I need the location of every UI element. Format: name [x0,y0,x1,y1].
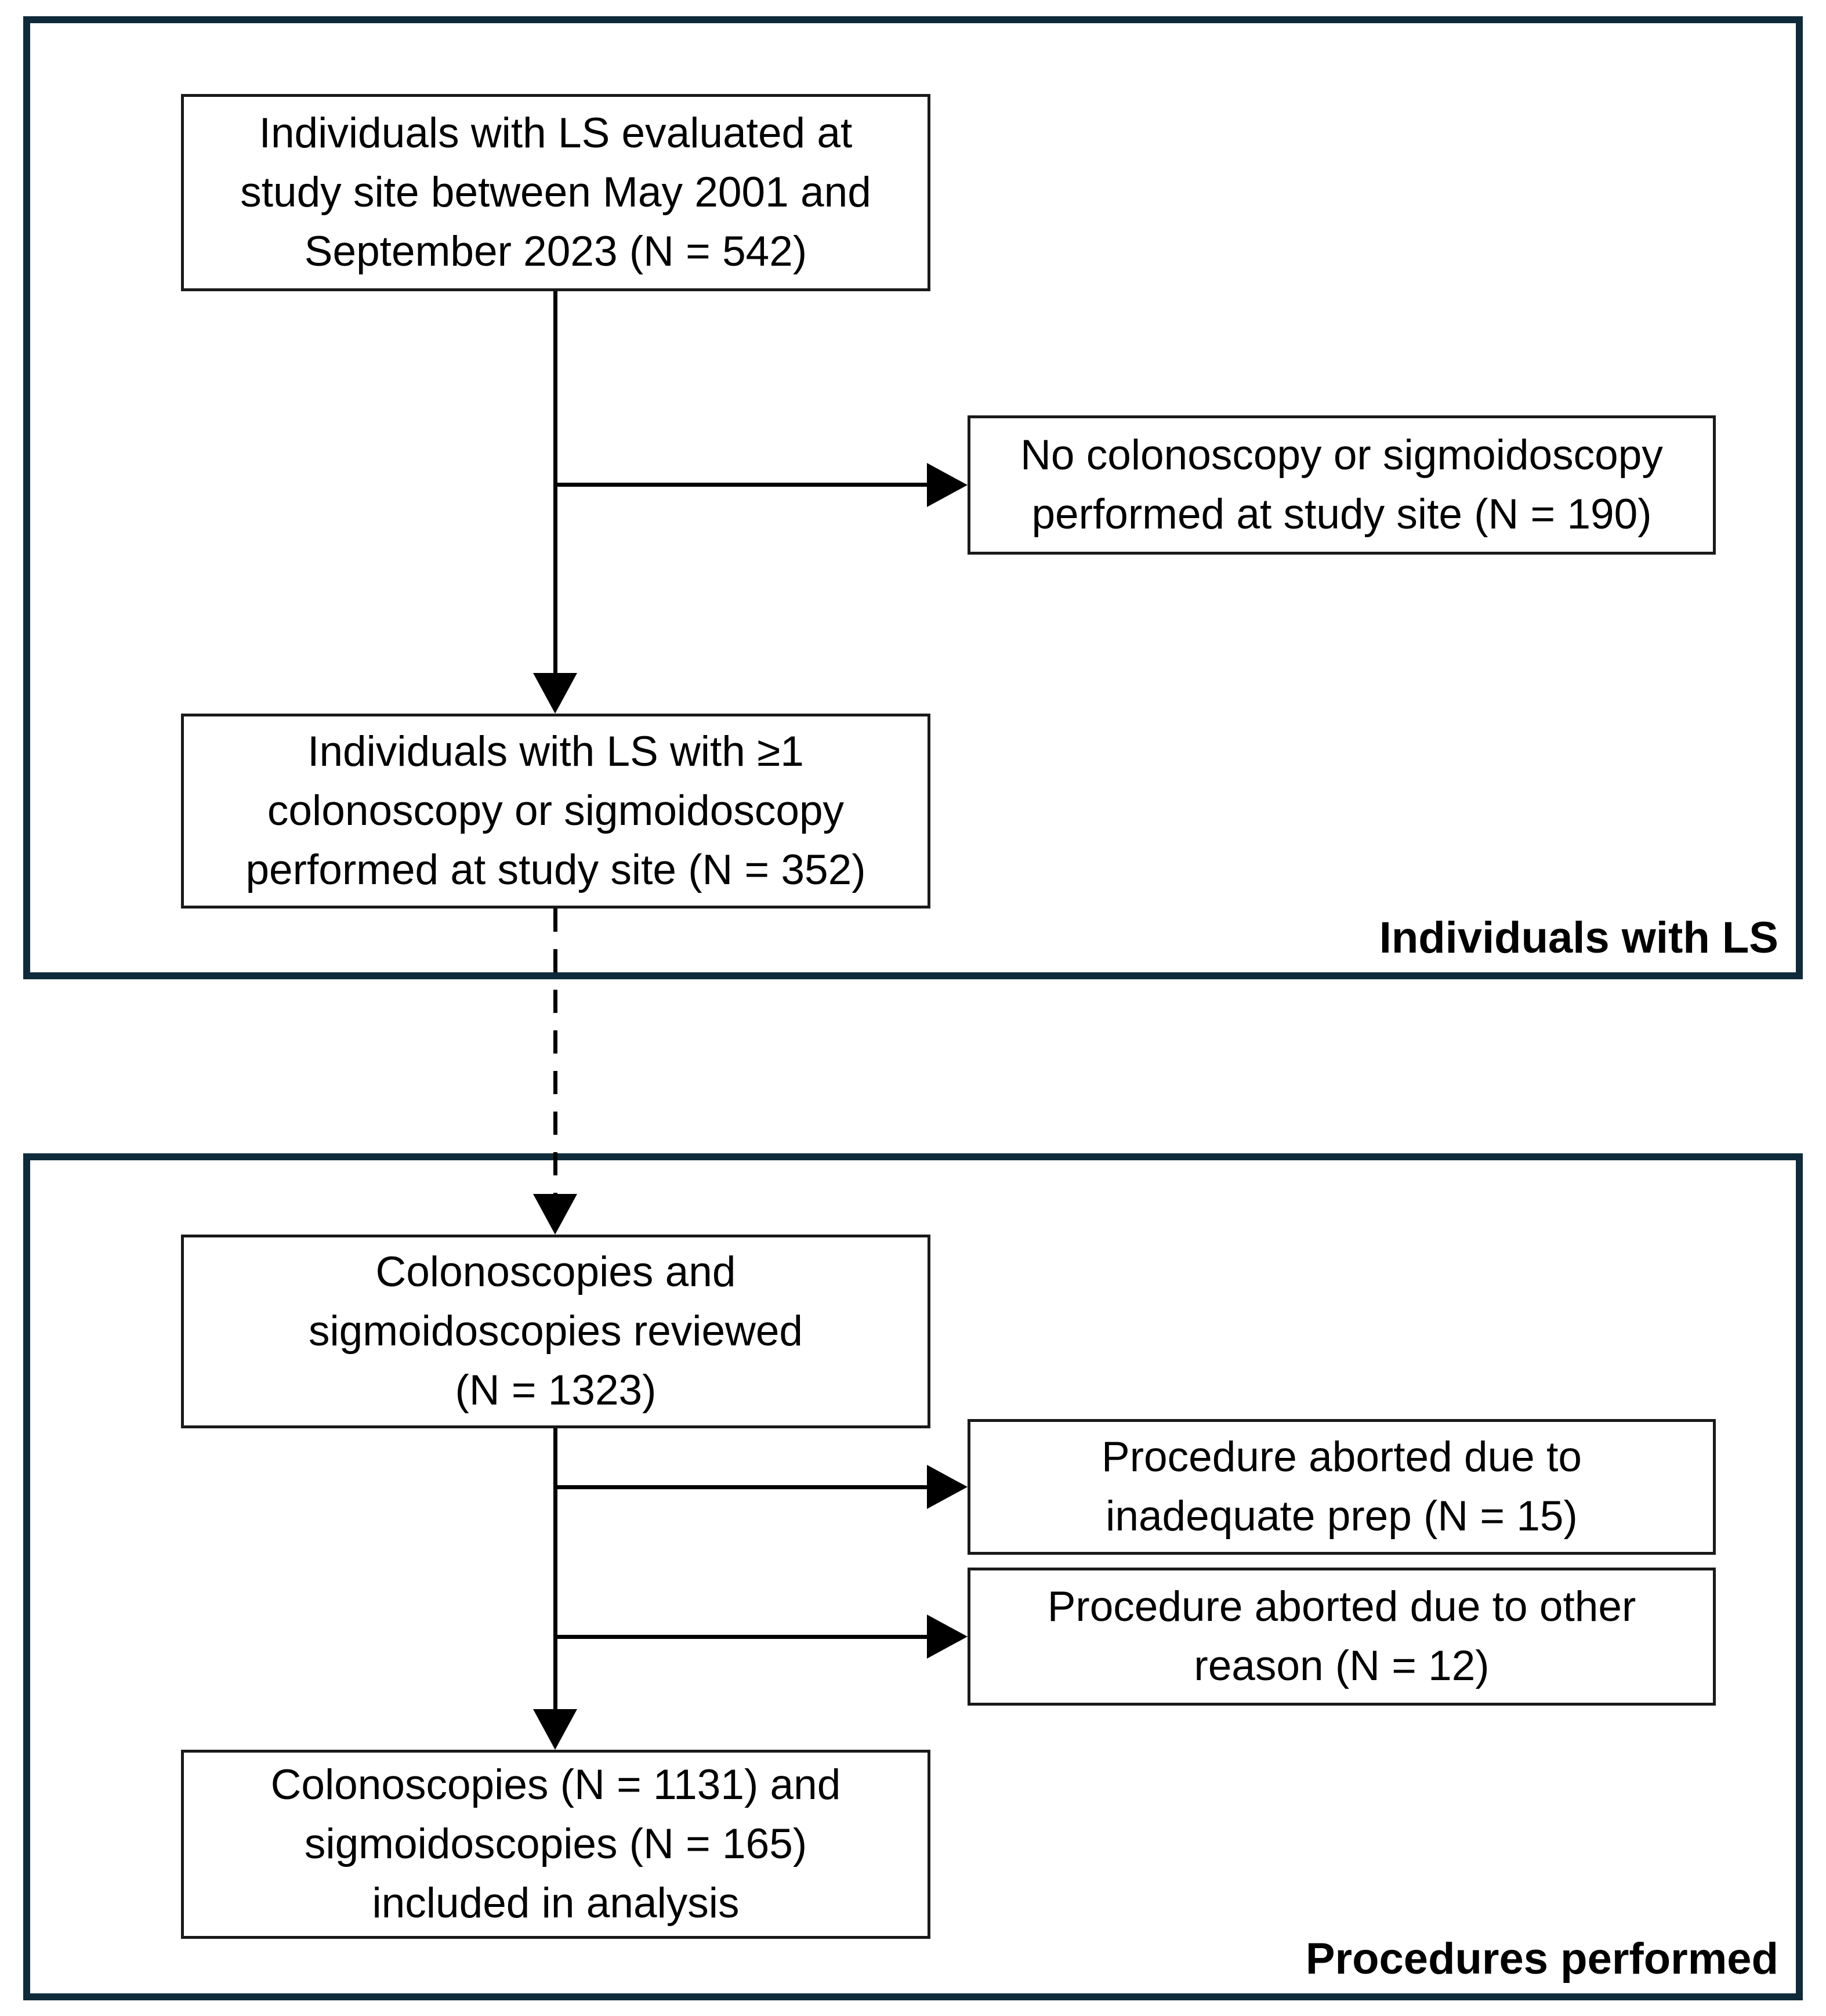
arrowhead-down-to-included-analysis [533,1709,577,1750]
box-text-line: sigmoidoscopies reviewed [308,1307,803,1355]
section-label-procedures-performed: Procedures performed [1305,1934,1778,1984]
arrow-dashed-line-individuals-to-procedures [553,909,557,1196]
box-text-line: sigmoidoscopies (N = 165) [304,1820,807,1867]
box-text-line: performed at study site (N = 352) [245,846,866,894]
box-text-line: Individuals with LS with ≥1 [307,728,804,775]
box-text-line: No colonoscopy or sigmoidoscopy [1020,431,1663,479]
box-no-procedure-performed: No colonoscopy or sigmoidoscopy performe… [968,415,1716,555]
box-text-line: Procedure aborted due to [1102,1433,1582,1481]
box-text-line: (N = 1323) [455,1367,657,1414]
box-text-line: colonoscopy or sigmoidoscopy [267,787,845,834]
arrow-line-branch-aborted-other [555,1635,927,1639]
box-text-line: Individuals with LS evaluated at [259,109,853,157]
box-text-line: inadequate prep (N = 15) [1106,1493,1578,1540]
box-text-line: reason (N = 12) [1194,1642,1490,1689]
box-aborted-inadequate-prep: Procedure aborted due to inadequate prep… [968,1419,1716,1555]
box-text-line: September 2023 (N = 542) [304,228,807,276]
box-text-line: Colonoscopies (N = 1131) and [270,1761,841,1808]
box-text-line: included in analysis [372,1880,740,1927]
box-individuals-with-procedure: Individuals with LS with ≥1 colonoscopy … [181,714,930,909]
arrowhead-right-to-no-procedure [927,463,968,507]
arrow-line-branch-aborted-prep [555,1485,927,1489]
arrow-line-branch-no-procedure [555,483,927,487]
arrow-line-reviewed-to-analysis [553,1428,557,1711]
box-aborted-other-reason: Procedure aborted due to other reason (N… [968,1568,1716,1706]
arrowhead-right-to-aborted-prep [927,1465,968,1509]
box-text-line: Procedure aborted due to other [1047,1583,1636,1630]
box-procedures-reviewed: Colonoscopies and sigmoidoscopies review… [181,1235,930,1428]
box-included-in-analysis: Colonoscopies (N = 1131) and sigmoidosco… [181,1750,930,1939]
box-text-line: study site between May 2001 and [240,168,871,216]
box-text-line: Colonoscopies and [375,1248,736,1295]
arrowhead-down-to-included-individuals [533,673,577,714]
box-evaluated-at-study-site: Individuals with LS evaluated at study s… [181,94,930,291]
arrowhead-right-to-aborted-other [927,1615,968,1659]
box-text-line: performed at study site (N = 190) [1031,491,1652,538]
arrowhead-down-to-procedures-reviewed [533,1194,577,1235]
section-label-individuals-with-ls: Individuals with LS [1379,913,1778,962]
